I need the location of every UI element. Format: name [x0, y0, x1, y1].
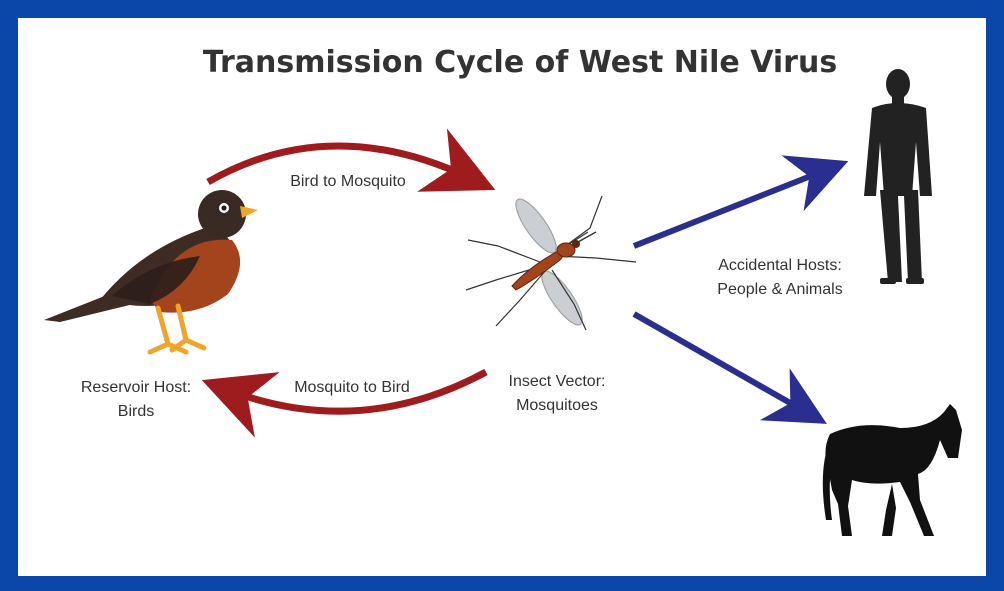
label-accidental-hosts-people-animals: People & Animals [717, 281, 842, 298]
bird-icon [44, 190, 258, 355]
mosquito-icon [465, 195, 637, 331]
diagram-title: Transmission Cycle of West Nile Virus [203, 45, 837, 80]
person-icon [864, 69, 932, 284]
label-bird-to-mosquito: Bird to Mosquito [290, 173, 406, 190]
arrow-mosquito-to-animals [632, 311, 827, 424]
label-reservoir-host-birds: Birds [118, 403, 154, 420]
label-mosquito-to-bird: Mosquito to Bird [294, 379, 410, 396]
arrow-mosquito-to-bird [201, 368, 488, 438]
arrow-mosquito-to-people [632, 155, 849, 249]
label-insect-vector-mosquitoes: Mosquitoes [516, 397, 598, 414]
label-insect-vector: Insect Vector: [509, 373, 606, 390]
label-accidental-hosts: Accidental Hosts: [718, 257, 842, 274]
arrow-bird-to-mosquito [206, 128, 496, 192]
horse-icon [822, 404, 962, 536]
label-reservoir-host: Reservoir Host: [81, 379, 191, 396]
